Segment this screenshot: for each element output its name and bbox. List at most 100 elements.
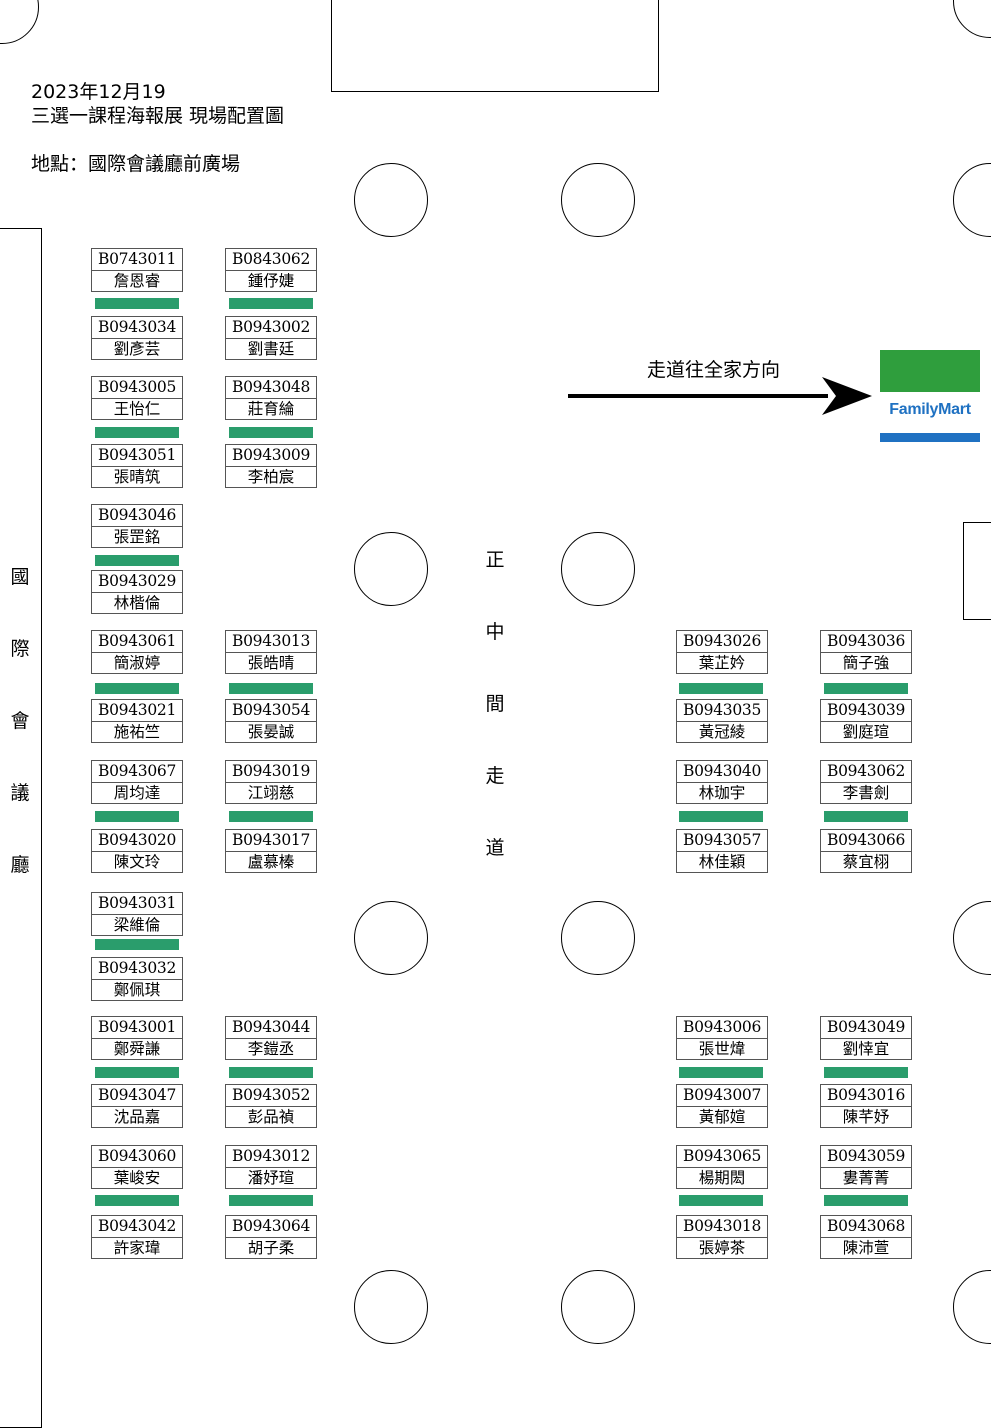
student-id: B0943067 <box>92 761 182 783</box>
student-name: 林楷倫 <box>113 594 161 612</box>
student-name: 張世煒 <box>698 1040 746 1058</box>
student-name: 蔡宜栩 <box>842 853 890 871</box>
student-id: B0943060 <box>92 1146 182 1168</box>
aisle-label-char: 道 <box>485 837 505 859</box>
direction-arrow-icon <box>568 377 872 415</box>
student-name: 李柏宸 <box>247 468 295 486</box>
student-name: 葉芷妗 <box>698 654 746 672</box>
student-name: 劉庭瑄 <box>842 723 890 741</box>
aisle-label: 正 中 間 走 道 <box>483 545 507 905</box>
side-label-char: 議 <box>10 782 30 804</box>
date-text: 2023年12月19 <box>31 81 166 103</box>
student-name: 彭品禎 <box>247 1108 295 1126</box>
poster-board-bar <box>95 1067 179 1078</box>
student-name: 莊育綸 <box>247 400 295 418</box>
poster-board-bar <box>95 1195 179 1206</box>
student-id: B0943049 <box>821 1017 911 1039</box>
student-name: 劉書廷 <box>247 340 295 358</box>
poster-board-bar <box>95 427 179 438</box>
poster-board-bar <box>824 1195 908 1206</box>
student-id: B0943007 <box>677 1085 767 1107</box>
pillar <box>561 1270 635 1344</box>
student-id: B0943002 <box>226 317 316 339</box>
student-id: B0843062 <box>226 249 316 271</box>
student-id: B0743011 <box>92 249 182 271</box>
student-name: 張晴筑 <box>113 468 161 486</box>
side-label-char: 廳 <box>10 854 30 876</box>
student-name: 梁維倫 <box>113 916 161 934</box>
student-name: 葉峻安 <box>113 1169 161 1187</box>
pillar <box>953 163 991 237</box>
student-id: B0943001 <box>92 1017 182 1039</box>
student-name: 陳芊妤 <box>842 1108 890 1126</box>
student-name: 林佳穎 <box>698 853 746 871</box>
poster-board-bar <box>95 939 179 950</box>
student-name: 王怡仁 <box>113 400 161 418</box>
poster-board-bar <box>95 811 179 822</box>
student-id: B0943009 <box>226 445 316 467</box>
student-id: B0943026 <box>677 631 767 653</box>
student-id: B0943012 <box>226 1146 316 1168</box>
familymart-logo: FamilyMart <box>880 350 980 444</box>
student-id: B0943059 <box>821 1146 911 1168</box>
student-id: B0943029 <box>92 571 182 593</box>
student-id: B0943017 <box>226 830 316 852</box>
student-id: B0943016 <box>821 1085 911 1107</box>
poster-board-bar <box>824 683 908 694</box>
student-id: B0943044 <box>226 1017 316 1039</box>
student-name: 黃郁媗 <box>698 1108 746 1126</box>
aisle-label-char: 中 <box>485 621 505 643</box>
student-name: 張晏誠 <box>247 723 295 741</box>
student-id: B0943051 <box>92 445 182 467</box>
student-id: B0943006 <box>677 1017 767 1039</box>
student-name: 簡淑婷 <box>113 654 161 672</box>
student-id: B0943065 <box>677 1146 767 1168</box>
student-id: B0943032 <box>92 958 182 980</box>
student-id: B0943061 <box>92 631 182 653</box>
side-box <box>963 522 991 620</box>
student-id: B0943068 <box>821 1216 911 1238</box>
student-id: B0943062 <box>821 761 911 783</box>
student-id: B0943048 <box>226 377 316 399</box>
student-id: B0943021 <box>92 700 182 722</box>
pillar <box>953 901 991 975</box>
stage-box <box>331 0 659 92</box>
poster-board-bar <box>824 1067 908 1078</box>
student-name: 施祐竺 <box>113 723 161 741</box>
student-name: 周均達 <box>113 784 161 802</box>
pillar <box>561 532 635 606</box>
student-id: B0943054 <box>226 700 316 722</box>
student-name: 詹恩睿 <box>113 272 161 290</box>
student-id: B0943064 <box>226 1216 316 1238</box>
student-name: 簡子強 <box>842 654 890 672</box>
student-name: 陳沛萱 <box>842 1239 890 1257</box>
pillar <box>953 1270 991 1344</box>
student-name: 張罡銘 <box>113 528 161 546</box>
side-label-char: 際 <box>10 638 30 660</box>
side-label-char: 會 <box>10 710 30 732</box>
pillar <box>0 0 39 44</box>
student-name: 黃冠綾 <box>698 723 746 741</box>
